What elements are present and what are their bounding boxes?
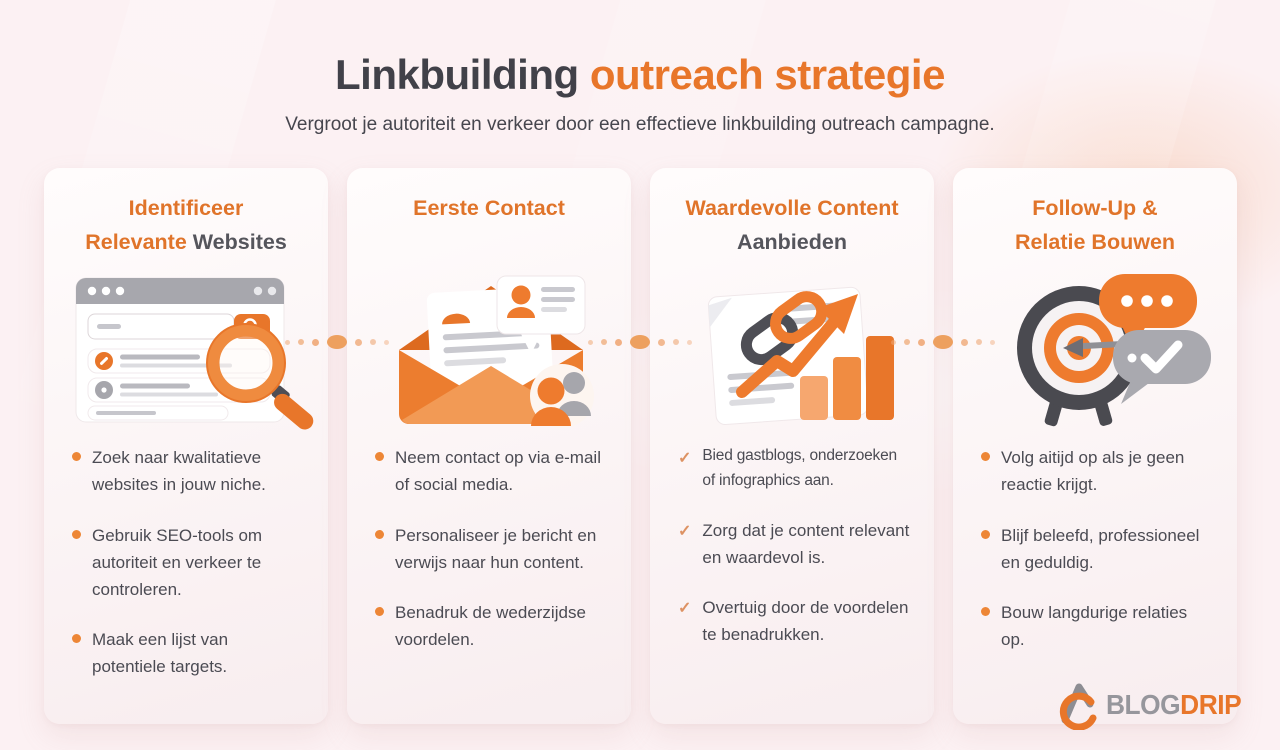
dot-bullet-icon — [72, 529, 81, 539]
card-title-line1: Waardevolle Content — [685, 196, 899, 221]
bullet-list: ✓ Bied gastblogs, onderzoeken of infograp… — [672, 444, 912, 648]
bullet-item: Bouw langdurige relaties op. — [981, 599, 1215, 653]
dot-bullet-icon — [981, 452, 990, 462]
dot-bullet-icon — [375, 606, 384, 616]
bullet-text: Benadruk de wederzijdse voordelen. — [395, 602, 586, 650]
bullet-text: Neem contact op via e-mail of social med… — [395, 448, 601, 495]
card-title: Eerste Contact — [369, 192, 609, 266]
bullet-item: Personaliseer je bericht en verwijs naar… — [375, 522, 609, 576]
magnifier-icon — [206, 323, 314, 430]
bullet-text: Gebruik SEO-tools om autoriteit en verke… — [92, 525, 263, 599]
bullet-item: ✓ Bied gastblogs, onderzoeken of infograp… — [678, 444, 912, 494]
bullet-text: Personaliseer je bericht en verwijs naar… — [395, 525, 597, 572]
connector-node — [327, 335, 347, 350]
browser-search-icon — [75, 277, 314, 430]
dot-bullet-icon — [981, 529, 990, 539]
people-icon — [530, 364, 594, 429]
envelope-outreach-illustration — [369, 270, 609, 430]
envelope-icon — [399, 275, 594, 429]
bullet-text: Bied gastblogs, onderzoeken of infograph… — [702, 447, 897, 489]
card-title-line2-accent: Relevante — [85, 229, 193, 254]
trend-arrow-icon — [736, 294, 858, 399]
bullet-text: Volg aitijd op als je geen reactie krijg… — [1001, 448, 1185, 495]
check-bullet-icon: ✓ — [678, 600, 692, 618]
droplet-logo-icon — [1060, 683, 1097, 730]
logo-text: BLOGDRIP — [1106, 689, 1242, 721]
dotted-connector — [279, 331, 395, 353]
check-bullet-icon: ✓ — [678, 450, 692, 468]
card-title-line2-plain: Websites — [192, 229, 287, 254]
chat-bubble-check-icon — [1113, 330, 1211, 405]
bullet-item: Maak een lijst van potentiele targets. — [72, 626, 306, 680]
card-title-line1: Follow-Up & — [1032, 196, 1158, 221]
dot-bullet-icon — [375, 529, 384, 539]
page-title-accent: outreach strategie — [589, 51, 946, 98]
bullet-item: Gebruik SEO-tools om autoriteit en verke… — [72, 522, 306, 604]
dot-bullet-icon — [981, 606, 990, 616]
bullet-item: Blijf beleefd, professioneel en geduldig… — [981, 522, 1215, 576]
bullet-item: Volg aitijd op als je geen reactie krijg… — [981, 444, 1215, 498]
dotted-connector — [885, 331, 1001, 353]
card-eerste-contact: Eerste Contact — [347, 168, 631, 724]
contact-card-bubble-icon — [496, 275, 586, 355]
card-title: Follow-Up & Relatie Bouwen — [1014, 196, 1176, 254]
page-subtitle: Vergroot je autoriteit en verkeer door e… — [285, 114, 995, 136]
card-followup-relatie-bouwen: Follow-Up & Relatie Bouwen — [953, 168, 1237, 724]
header: Linkbuilding outreach strategie Vergroot… — [0, 0, 1280, 136]
dot-bullet-icon — [72, 452, 81, 462]
card-identificeer-relevante-websites: Identificeer Relevante Websites — [44, 168, 328, 724]
bullet-item: Benadruk de wederzijdse voordelen. — [375, 599, 609, 653]
page-title-dark: Linkbuilding — [335, 51, 579, 98]
target-followup-illustration — [975, 270, 1215, 430]
dot-bullet-icon — [72, 634, 81, 644]
cards-row: Identificeer Relevante Websites — [0, 168, 1280, 724]
logo-text-drip: DRIP — [1180, 689, 1242, 720]
bullet-item: ✓ Zorg dat je content relevant en waardev… — [678, 517, 912, 571]
card-title-line1: Identificeer — [128, 196, 244, 221]
browser-search-illustration — [66, 270, 314, 430]
bullet-list: Volg aitijd op als je geen reactie krijg… — [975, 444, 1215, 653]
bullet-text: Maak een lijst van potentiele targets. — [92, 630, 229, 677]
bullet-item: ✓ Overtuig door de voordelen te benadrukk… — [678, 594, 912, 648]
bullet-list: Zoek naar kwalitatieve websites in jouw … — [66, 444, 306, 680]
chain-link-icon — [740, 291, 828, 366]
logo-text-blog: BLOG — [1106, 689, 1181, 720]
document-link-chart-icon — [707, 287, 894, 426]
bullet-item: Zoek naar kwalitatieve websites in jouw … — [72, 444, 306, 498]
bullet-list: Neem contact op via e-mail of social med… — [369, 444, 609, 653]
dotted-connector — [582, 331, 698, 353]
card-waardevolle-content-aanbieden: Waardevolle Content Aanbieden — [650, 168, 934, 724]
bullet-item: Neem contact op via e-mail of social med… — [375, 444, 609, 498]
bullet-text: Bouw langdurige relaties op. — [1001, 602, 1188, 650]
bullet-text: Zoek naar kwalitatieve websites in jouw … — [92, 448, 266, 495]
content-growth-illustration — [672, 270, 912, 430]
check-bullet-icon: ✓ — [678, 522, 692, 540]
bullet-text: Zorg dat je content relevant en waardevo… — [702, 520, 910, 567]
card-title-line1: Eerste Contact — [413, 196, 565, 221]
target-chat-icon — [1017, 274, 1211, 427]
card-title: Waardevolle Content Aanbieden — [685, 196, 899, 254]
connector-node — [933, 335, 953, 350]
bullet-text: Overtuig door de voordelen te benadrukke… — [702, 598, 909, 645]
bullet-text: Blijf beleefd, professioneel en geduldig… — [1001, 525, 1200, 572]
page-title: Linkbuilding outreach strategie — [0, 51, 1280, 98]
blogdrip-logo: BLOGDRIP — [1057, 680, 1250, 730]
card-title: Identificeer Relevante Websites — [66, 192, 306, 266]
connector-node — [630, 335, 650, 350]
bar-chart-icon — [800, 336, 894, 421]
dot-bullet-icon — [375, 452, 384, 462]
